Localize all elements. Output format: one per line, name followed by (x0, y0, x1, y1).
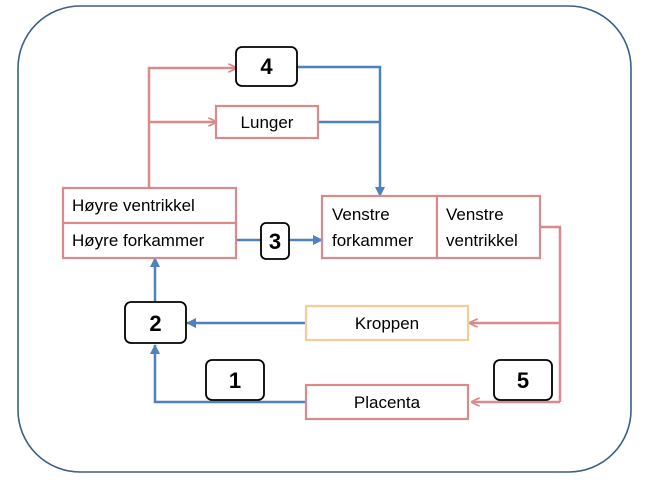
number-3: 3 (269, 229, 281, 254)
blue-line-placenta-to-box2 (150, 344, 306, 404)
number-1: 1 (229, 368, 241, 393)
blue-line-box4-to-venstre-forkammer (297, 65, 385, 197)
number-box-4: 4 (235, 46, 298, 87)
pink-line-from-venstre-ventrikkel (540, 225, 562, 402)
venstre-forkammer-label-line1: Venstre (332, 205, 390, 224)
box-kroppen: Kroppen (304, 304, 470, 342)
box-hoyre-forkammer: Høyre forkammer (61, 221, 238, 260)
box-placenta: Placenta (304, 383, 470, 421)
number-2: 2 (149, 311, 161, 336)
lunger-label: Lunger (241, 113, 294, 132)
venstre-ventrikkel-label-line2: ventrikkel (446, 231, 518, 250)
number-4: 4 (260, 54, 273, 79)
number-5: 5 (517, 368, 529, 393)
outer-frame (17, 5, 632, 473)
pink-line-to-box4 (147, 68, 236, 188)
number-box-1: 1 (205, 359, 265, 401)
venstre-ventrikkel-label-line1: Venstre (446, 205, 504, 224)
placenta-label: Placenta (354, 393, 421, 412)
box-lunger: Lunger (214, 104, 320, 140)
box-hoyre-ventrikkel: Høyre ventrikkel (61, 186, 238, 225)
number-box-2: 2 (124, 301, 187, 344)
pink-connectors (147, 68, 562, 402)
hoyre-forkammer-label: Høyre forkammer (72, 231, 205, 250)
box-venstre-ventrikkel: Venstre ventrikkel (435, 194, 542, 260)
kroppen-label: Kroppen (355, 314, 419, 333)
box-venstre-forkammer: Venstre forkammer (320, 194, 439, 260)
blue-connectors (150, 65, 385, 404)
venstre-forkammer-label-line2: forkammer (332, 231, 414, 250)
hoyre-ventrikkel-label: Høyre ventrikkel (72, 196, 195, 215)
number-box-5: 5 (493, 359, 553, 401)
number-box-3: 3 (260, 222, 290, 260)
